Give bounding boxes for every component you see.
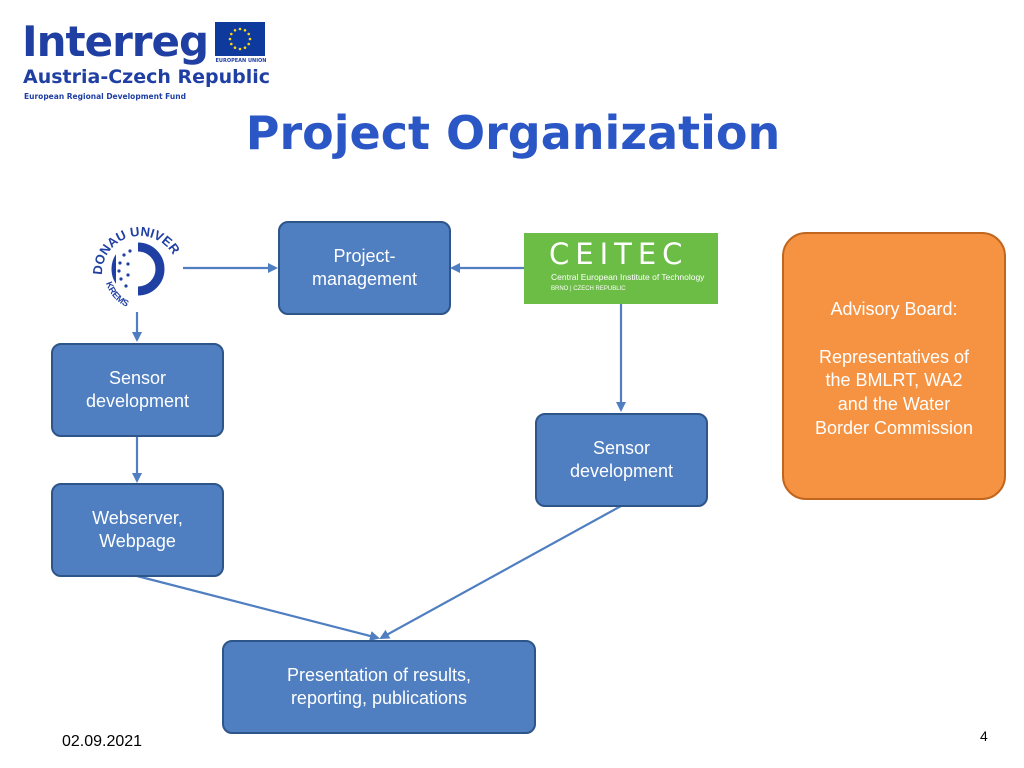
advisory-board-line: the BMLRT, WA2	[825, 370, 963, 391]
ceitec-logo	[524, 233, 718, 304]
footer-date: 02.09.2021	[62, 733, 143, 750]
interreg-logo-fund: European Regional Development Fund	[24, 92, 186, 101]
advisory-board-heading: Advisory Board:	[830, 299, 958, 319]
advisory-board-line: Representatives of	[818, 346, 970, 367]
sensor-development-left-box: Sensor development	[51, 343, 224, 437]
results-label: Presentation of results, reporting, publ…	[286, 665, 472, 708]
webserver-box: Webserver, Webpage	[51, 483, 224, 577]
results-box: Presentation of results, reporting, publ…	[222, 640, 536, 734]
eu-label: EUROPEAN UNION	[215, 58, 267, 64]
webserver-label: Webserver, Webpage	[92, 508, 183, 551]
advisory-board-line: Border Commission	[814, 417, 974, 438]
page-number: 4	[980, 728, 988, 744]
advisory-board-line: and the Water	[837, 394, 951, 415]
donau-university-logo: DONAU UNIVERSITÄT KREMS	[83, 207, 188, 319]
project-management-label: Project- management	[311, 246, 418, 289]
slide-title: Project Organization	[245, 106, 781, 160]
arrow-webserver-to-results	[136, 574, 380, 641]
ceitec-logo-desc: Central European Institute of Technology	[551, 272, 705, 282]
eu-flag-icon	[215, 22, 265, 56]
sensor-development-left-label: Sensor development	[85, 368, 190, 411]
ceitec-logo-location: BRNO | CZECH REPUBLIC	[551, 286, 626, 292]
interreg-logo-subtitle: Austria-Czech Republic	[23, 66, 271, 88]
arrow-sensor-right-to-results	[379, 505, 622, 639]
interreg-logo-title: Interreg	[22, 17, 209, 66]
advisory-board-box: Advisory Board: Representatives of the B…	[782, 232, 1006, 500]
ceitec-logo-name: CEITEC	[549, 237, 689, 271]
project-management-box: Project- management	[278, 221, 451, 315]
sensor-development-right-label: Sensor development	[569, 438, 674, 481]
sensor-development-right-box: Sensor development	[535, 413, 708, 507]
